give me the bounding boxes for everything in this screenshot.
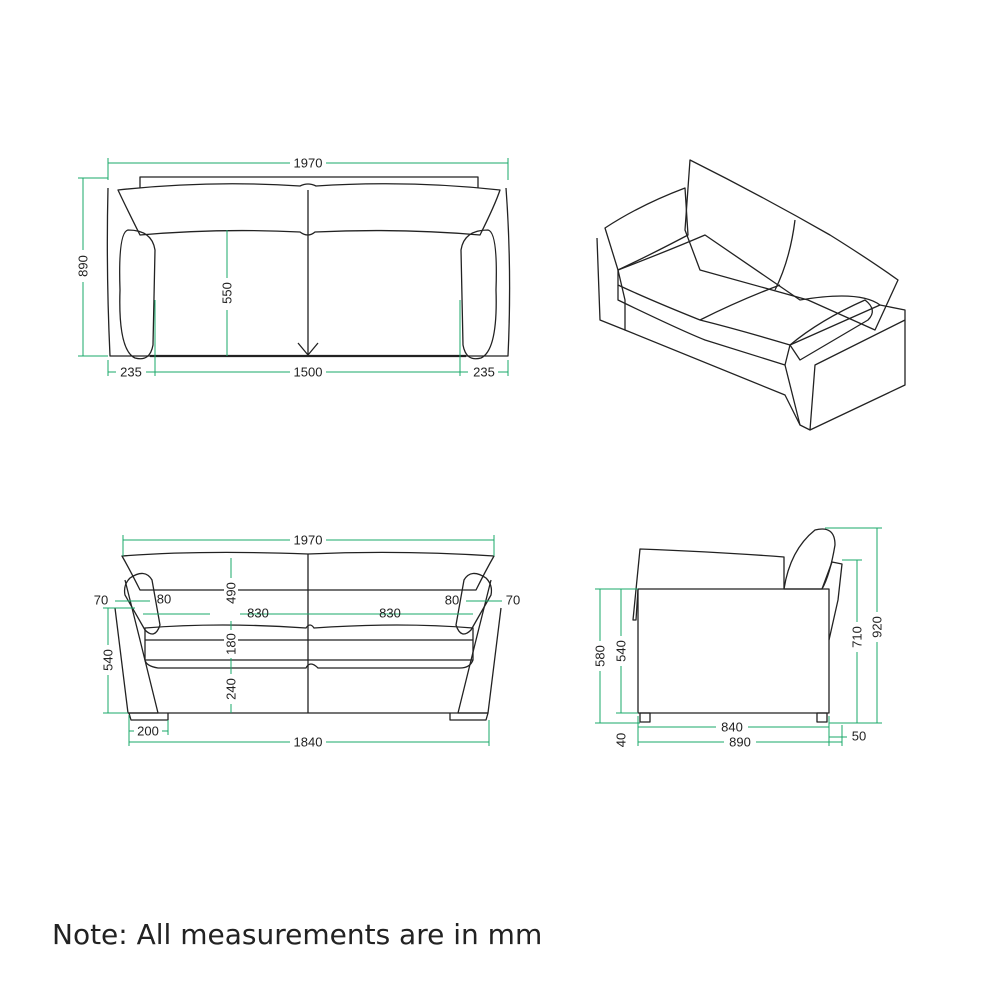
measurement-note: Note: All measurements are in mm [52,918,543,951]
side-view-back-cushion [632,548,785,621]
dim-label-bg [134,725,162,738]
dim-label-bg [290,533,326,547]
perspective-left-pillow [604,187,689,271]
dim-top-width: 1970 [294,155,323,170]
side-view: 580 540 40 840 890 50 710 920 [592,527,884,749]
dim-front-foot-width: 200 [137,723,159,738]
dim-label-bg [614,636,628,666]
side-view-back-frame [821,561,843,641]
dim-top-seat-width: 1500 [294,364,323,379]
top-view-back-board [139,176,479,188]
dim-top-depth: 890 [75,255,90,277]
perspective-seat-front [617,285,791,366]
dim-front-arm-top-right: 70 [506,592,520,607]
perspective-base [624,329,801,426]
dim-front-arm-top-left: 70 [94,592,108,607]
dim-label-bg [116,366,146,379]
side-view-back-pillow [783,528,836,590]
dim-label-bg [224,578,238,608]
dim-label-bg [220,278,234,310]
dim-side-seat-height: 540 [613,640,628,662]
dim-side-depth: 890 [729,734,751,749]
dim-front-back-height: 490 [223,582,238,604]
dim-front-pillow-right: 80 [445,592,459,607]
front-view: 1970 490 180 240 830 830 540 70 80 80 70… [94,532,520,749]
dim-top-seat-depth: 550 [219,282,234,304]
dim-top-arm-right: 235 [473,364,495,379]
dim-front-seat-cushion: 180 [223,633,238,655]
dim-side-seat-depth: 840 [721,719,743,734]
dim-label-bg [210,607,240,621]
dim-label-bg [101,645,115,675]
front-view-left-foot [128,712,169,721]
front-view-back [121,551,495,591]
dim-top-arm-left: 235 [120,364,142,379]
dim-front-seat-right: 830 [379,605,401,620]
perspective-left-arm [596,237,626,331]
dim-side-height: 920 [869,616,884,638]
dim-label-bg [850,622,864,652]
dim-label-bg [290,366,326,379]
top-view-back-cushion [117,183,501,236]
dim-front-width: 1970 [294,532,323,547]
top-view: 1970 890 550 235 1500 235 [75,155,511,379]
side-view-body [637,588,830,714]
dim-label-bg [76,250,90,282]
perspective-back [684,159,899,331]
perspective-right-pillow [789,299,873,361]
front-view-left-pillow [123,572,161,635]
dim-label-bg [593,641,607,671]
dim-label-bg [716,720,748,733]
dim-label-bg [870,612,884,642]
perspective-view [596,159,906,431]
dim-front-seat-left: 830 [247,605,269,620]
dim-front-base-height: 240 [223,678,238,700]
front-view-right-pillow [455,572,493,635]
perspective-right-arm [784,304,906,431]
dim-label-bg [224,674,238,704]
perspective-back-seam [774,219,796,291]
front-view-right-foot [449,712,489,721]
dim-label-bg [290,735,326,749]
dim-label-bg [468,366,498,379]
side-view-back-leg [816,712,828,723]
dim-label-bg [224,630,238,658]
dim-label-bg [724,735,756,748]
front-view-left-arm [114,579,159,714]
dim-front-base-width: 1840 [294,734,323,749]
dim-side-arm-height: 710 [849,626,864,648]
front-view-right-arm [457,579,502,714]
dim-front-pillow-left: 80 [157,591,171,606]
dim-front-arm-height: 540 [100,649,115,671]
dim-side-back-offset: 50 [852,728,866,743]
perspective-seat-seam [699,284,781,321]
dim-label-bg [290,156,326,170]
dim-side-seat-height-legs: 580 [592,645,607,667]
dim-side-leg-height: 40 [613,733,628,747]
top-view-right-pillow [460,229,497,360]
top-view-left-pillow [119,229,156,360]
side-view-front-leg [639,712,651,723]
perspective-seat [617,234,881,346]
front-view-seat-cushions [144,624,474,669]
